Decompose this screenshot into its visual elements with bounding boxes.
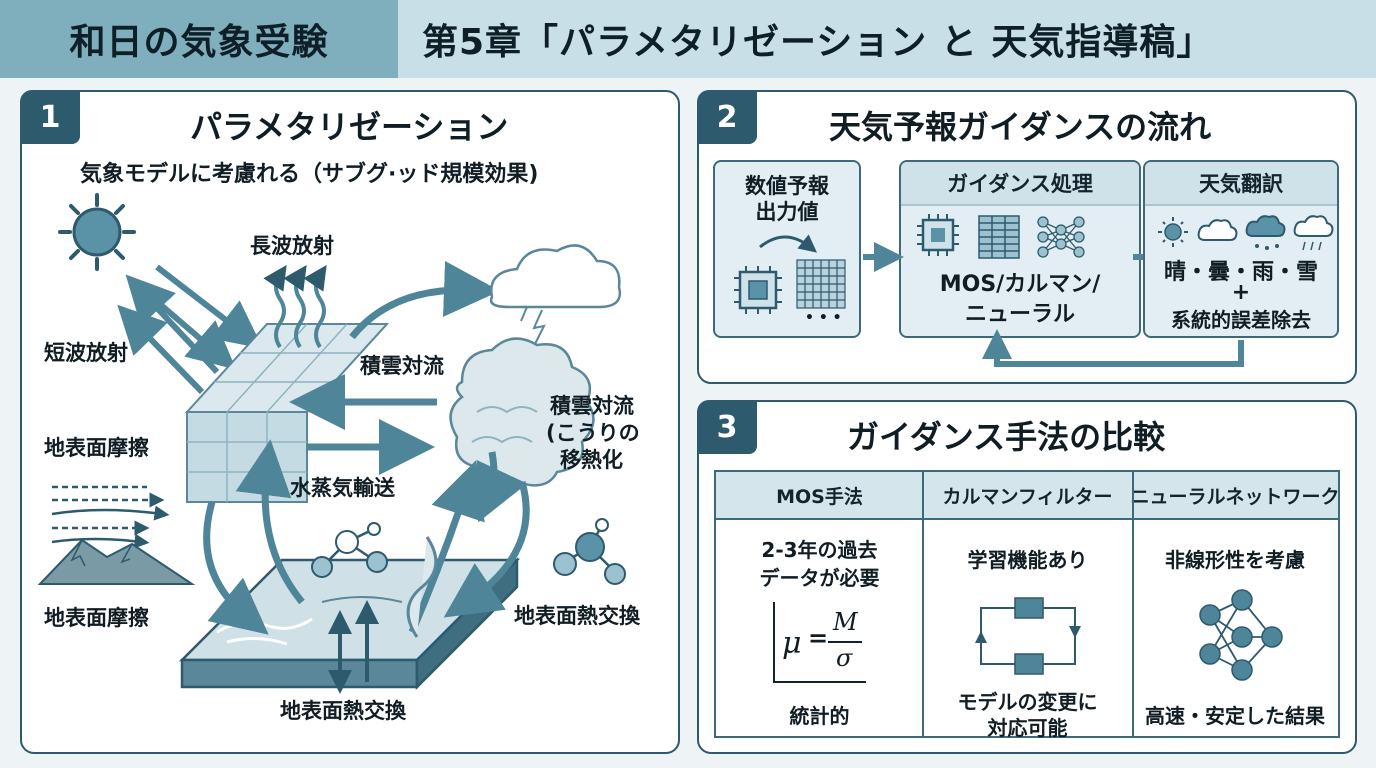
kalman-feature: 学習機能あり	[967, 548, 1088, 572]
table-divider-2	[1132, 472, 1134, 736]
mountain-icon	[37, 538, 196, 585]
mos-requirement-1: 2-3年の過去	[761, 538, 878, 562]
label-friction-bottom: 地表面摩擦	[44, 606, 149, 630]
mos-requirement-2: データが必要	[759, 566, 880, 590]
kalman-adapt-2: 対応可能	[987, 716, 1068, 740]
panel1-subtitle: 気象モデルに考慮れる（サブグ·ッド規模効果)	[80, 162, 539, 187]
label-cumulus-heat-2: (こうりの	[546, 421, 640, 445]
panel-number-2: 2	[697, 90, 757, 144]
table-header-neural: ニューラルネットワーク	[1131, 472, 1340, 520]
molecule-icon-right	[553, 518, 626, 585]
table-divider-1	[922, 472, 924, 736]
grid-icon	[796, 259, 846, 309]
neural-network-icon	[1199, 589, 1283, 681]
label-friction-top: 地表面摩擦	[44, 436, 149, 460]
chip-icon	[734, 266, 782, 314]
formula-denominator: σ	[836, 644, 853, 672]
shortwave-arrows	[117, 264, 264, 395]
comparison-table: MOS手法 カルマンフィルター ニューラルネットワーク 2-3年の過去 データが…	[714, 470, 1340, 740]
circulation-arrows	[203, 439, 530, 635]
mos-trait: 統計的	[789, 704, 850, 728]
box1-dots: • • •	[805, 310, 842, 326]
page-title: 第5章「パラメタリゼーション と 天気指導稿」	[422, 22, 1214, 63]
panel-guidance-flow: 2 天気予報ガイダンスの流れ 数値予報 出力値	[697, 90, 1357, 384]
rain-icon	[1245, 215, 1286, 250]
neural-network-icon	[1037, 216, 1085, 258]
table-header-kalman: カルマンフィルター	[923, 472, 1132, 520]
surface-heat-arrows	[328, 600, 379, 694]
label-longwave: 長波放射	[250, 234, 334, 258]
box3-plus: +	[1231, 280, 1251, 305]
wind-icon	[51, 485, 170, 549]
label-heat-bottom: 地表面熱交換	[280, 699, 406, 723]
chip-icon	[917, 214, 959, 256]
label-heat-right: 地表面熱交換	[514, 604, 640, 628]
panel-number-3: 3	[697, 400, 757, 454]
header-brand: 和日の気象受験	[69, 22, 329, 63]
box3-weather-icons	[1158, 215, 1334, 251]
snow-icon	[1293, 215, 1334, 251]
longwave-arrows	[263, 265, 327, 349]
cloud-icon	[1197, 219, 1238, 241]
sun-icon	[58, 193, 136, 271]
neural-feature: 非線形性を考慮	[1165, 548, 1305, 572]
kalman-loop-diagram	[975, 597, 1081, 675]
cumulus-cloud	[449, 337, 595, 487]
label-shortwave: 短波放射	[44, 341, 128, 365]
panel2-title: 天気予報ガイダンスの流れ	[829, 108, 1212, 146]
kalman-adapt-1: モデルの変更に	[957, 690, 1098, 714]
flow-box-guidance-processing: ガイダンス処理	[899, 160, 1141, 338]
vapor-transport-arrows	[289, 374, 437, 475]
flow-box-numerical-output: 数値予報 出力値 • • •	[713, 160, 861, 338]
box2-header: ガイダンス処理	[901, 162, 1139, 206]
box2-line2: ニューラル	[964, 302, 1075, 327]
box3-weather-list: 晴・曇・雨・雪	[1163, 260, 1318, 285]
table-header-mos: MOS手法	[716, 472, 923, 520]
convection-arc	[349, 260, 500, 340]
evaporation-swirl	[406, 536, 438, 638]
label-cumulus: 積雲対流	[360, 354, 444, 378]
parameterization-diagram	[37, 193, 626, 694]
cloud-icon	[489, 244, 622, 347]
box3-header: 天気翻訳	[1145, 162, 1337, 206]
panel-parameterization: 1 パラメタリゼーション 気象モデルに考慮れる（サブグ·ッド規模効果)	[20, 90, 680, 754]
header-brand-bar: 和日の気象受験	[0, 0, 398, 78]
sun-icon	[1158, 217, 1188, 247]
label-cumulus-heat-3: 移熱化	[560, 448, 623, 472]
panel-number-1: 1	[20, 90, 80, 144]
ground-slab	[178, 556, 521, 691]
box2-icons	[917, 214, 1085, 259]
formula-numerator: M	[833, 608, 858, 636]
formula-equals: =	[808, 624, 829, 652]
box1-line2: 出力値	[755, 200, 819, 224]
box1-illustration	[734, 234, 846, 314]
neural-result: 高速・安定した結果	[1145, 704, 1325, 728]
box1-line1: 数値予報	[745, 174, 829, 198]
table-grid-icon	[978, 215, 1020, 259]
formula-bracket	[773, 602, 866, 683]
label-cumulus-heat-1: 積雲対流	[550, 394, 634, 418]
panel3-title: ガイダンス手法の比較	[847, 418, 1166, 456]
formula-mu: μ	[782, 626, 802, 661]
box3-line2: 系統的誤差除去	[1171, 308, 1311, 332]
box2-line1: MOS/カルマン/	[939, 272, 1101, 297]
flow-box-weather-translation: 天気翻訳 晴・曇・雨・雪 + 系統的誤差除去	[1143, 160, 1339, 338]
flow-arrows	[863, 242, 1244, 367]
label-vapor: 水蒸気輸送	[290, 476, 395, 500]
panel1-title: パラメタリゼーション	[190, 108, 509, 146]
molecule-icon	[311, 522, 388, 578]
header-title-bar: 第5章「パラメタリゼーション と 天気指導稿」	[398, 0, 1376, 78]
